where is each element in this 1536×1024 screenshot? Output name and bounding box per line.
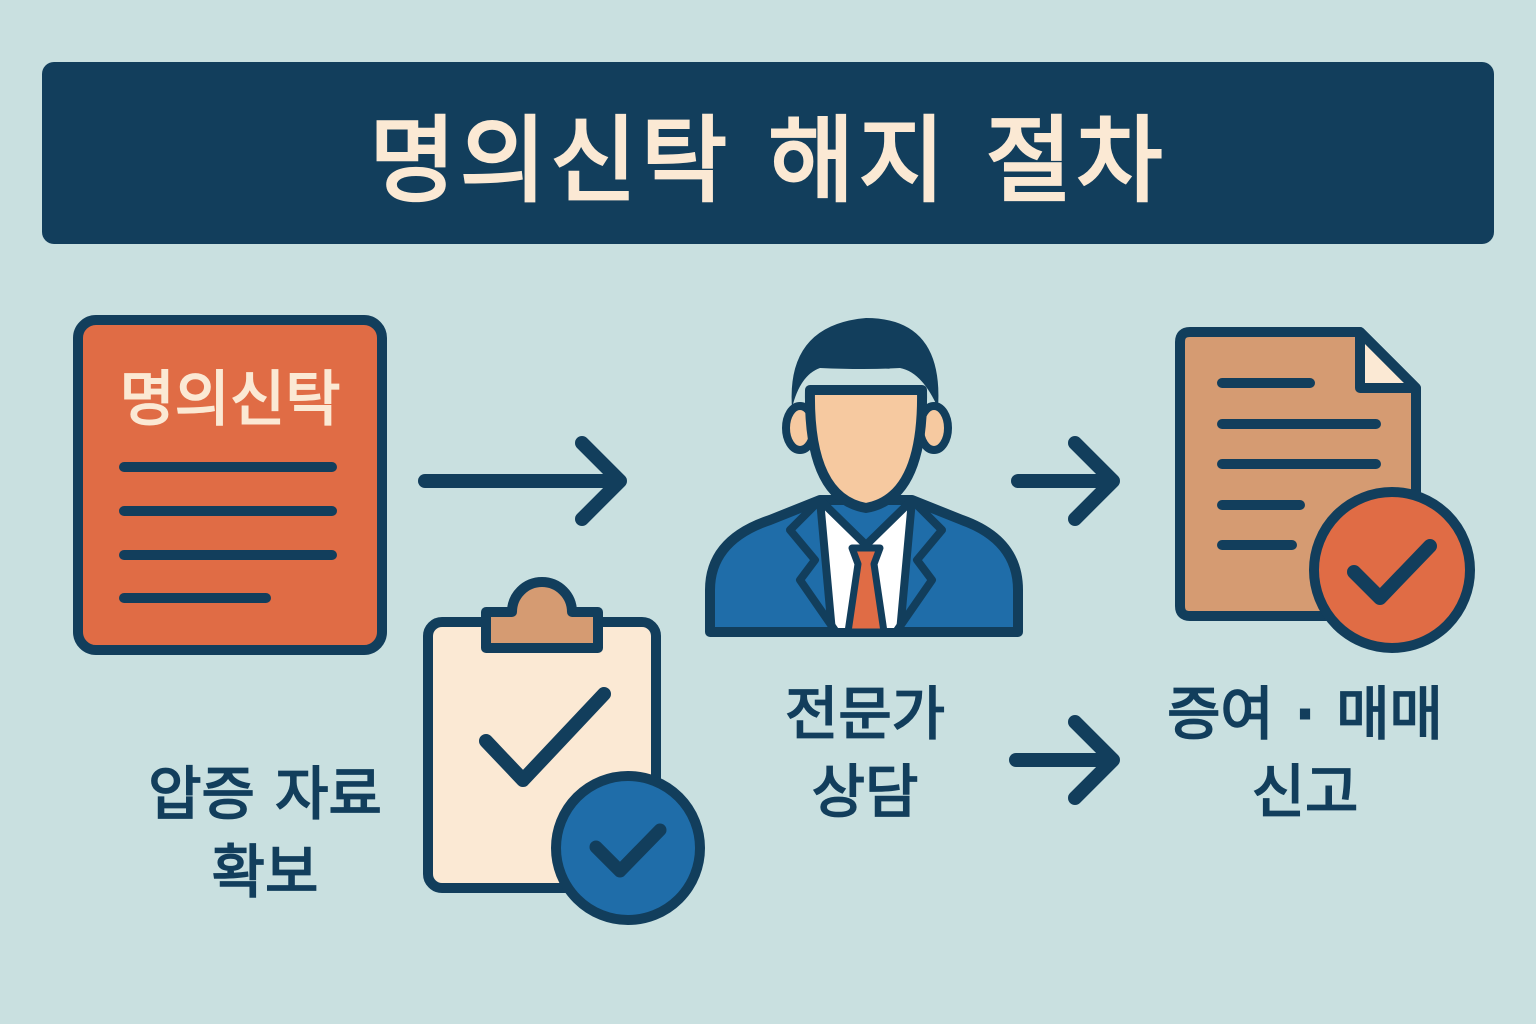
step-label-line: 확보 [211, 838, 319, 906]
step-label-consultation: 전문가 상담 [740, 675, 990, 831]
step-label-line: 상담 [811, 758, 919, 826]
step-label-line: 압증 자료 [148, 760, 382, 828]
arrow-right-icon [418, 436, 627, 526]
title-banner: 명의신탁 해지 절차 [42, 62, 1494, 244]
step-label-line: 전문가 [784, 680, 946, 748]
step-label-report: 증여 · 매매 신고 [1140, 675, 1470, 831]
document-title: 명의신탁 [120, 365, 341, 435]
page-title: 명의신탁 해지 절차 [369, 107, 1167, 216]
approved-document-icon [1175, 327, 1475, 653]
arrow-right-icon [1009, 715, 1120, 805]
step-label-line: 신고 [1251, 758, 1359, 826]
arrow-right-icon [1011, 436, 1120, 526]
consultant-person-icon [705, 318, 1023, 637]
step-label-line: 증여 · 매매 [1167, 680, 1443, 748]
step-label-evidence: 압증 자료 확보 [120, 755, 410, 911]
clipboard-check-icon [423, 577, 705, 925]
document-icon: 명의신탁 [73, 315, 387, 655]
